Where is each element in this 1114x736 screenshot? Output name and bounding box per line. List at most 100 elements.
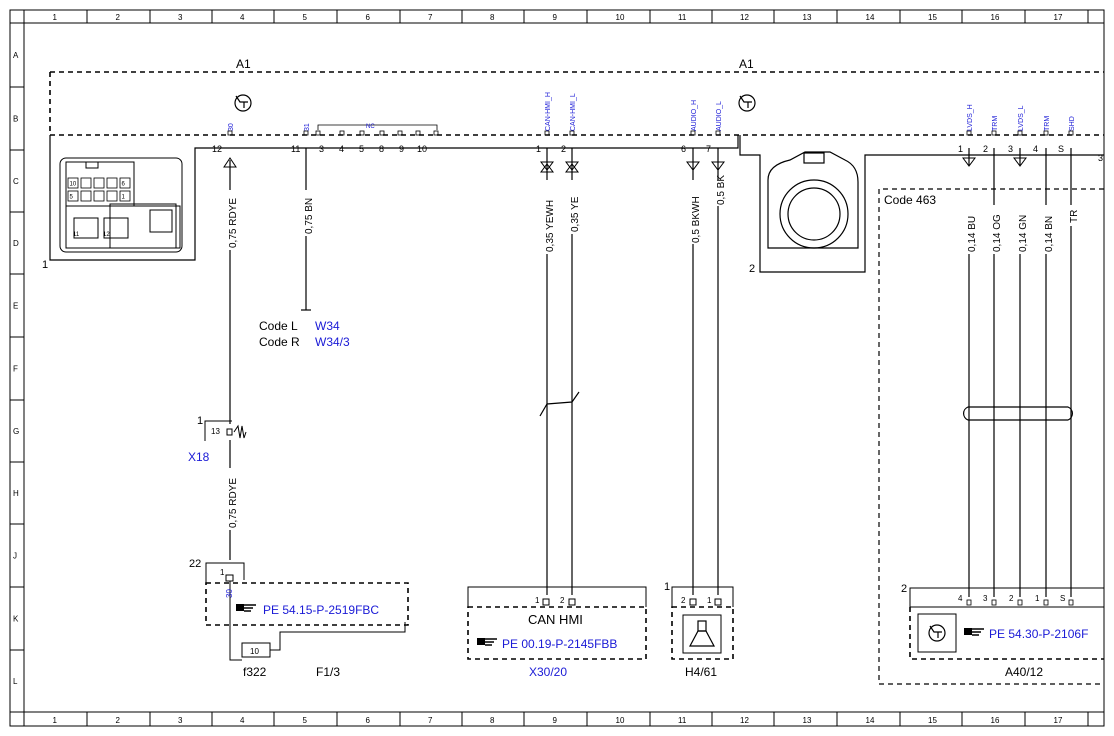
pin-label: 3 (319, 144, 324, 154)
col-label: 12 (740, 13, 749, 22)
fuse-block-name: F1/3 (316, 665, 340, 679)
module-a40-12 (909, 587, 1104, 660)
fuse-block-item: 22 (189, 558, 201, 570)
can-hmi-connector-x30-20 (467, 586, 647, 660)
fuse-block-pin-signal: 30 (225, 589, 234, 598)
col-label: 11 (678, 716, 687, 725)
pin-label: 9 (399, 144, 404, 154)
code-l-value[interactable]: W34 (315, 319, 340, 333)
a40-12-pin: 3 (983, 594, 988, 603)
connector-cell (93, 190, 105, 202)
x30-20-name[interactable]: X30/20 (529, 665, 567, 679)
unit-a1-item-left: 1 (42, 259, 48, 271)
pin-12: 12 (212, 144, 222, 154)
col-label: 8 (490, 13, 495, 22)
row-label: J (13, 552, 17, 561)
pin-terminal (379, 130, 385, 136)
unit-a1-label-right: A1 (739, 57, 754, 71)
col-label: 8 (490, 716, 495, 725)
col-label: 1 (53, 13, 58, 22)
pin-label: 7 (706, 144, 711, 154)
pin-terminal (339, 130, 345, 136)
x18-item: 1 (197, 415, 203, 427)
connector-cell (80, 190, 92, 202)
pin-terminal (303, 130, 309, 136)
pin-label: 1 (958, 144, 963, 154)
pin-arrows (223, 157, 1027, 173)
row-label: F (13, 365, 18, 374)
col-label: 10 (616, 716, 625, 725)
pin-terminal (1068, 599, 1074, 606)
fuse-block-ref[interactable]: PE 54.15-P-2519FBC (263, 603, 379, 617)
col-label: 9 (553, 13, 558, 22)
col-label: 9 (553, 716, 558, 725)
a40-12-ref[interactable]: PE 54.30-P-2106F (989, 627, 1088, 641)
signal-label: TRM (1044, 116, 1051, 131)
pin-label: 10 (417, 144, 427, 154)
fuse-block-pin: 1 (220, 568, 225, 577)
electronic-component-icon (738, 94, 756, 112)
pin-terminal (397, 130, 403, 136)
pin-terminal (433, 130, 439, 136)
nc-pin-terminals (315, 130, 439, 136)
wire-label-w31: 0,75 BN (304, 198, 315, 234)
pin-terminal (544, 130, 550, 136)
wire-label-w30: 0,75 RDYE (228, 198, 239, 248)
connector-cell (93, 177, 105, 189)
signal-label: 30 (228, 123, 235, 131)
a40-12-name: A40/12 (1005, 665, 1043, 679)
connector-cell (80, 177, 92, 189)
pin-terminal (991, 130, 997, 136)
h4-61-name: H4/61 (685, 665, 717, 679)
wire-label-shd: TR (1069, 210, 1080, 223)
signal-label: LVDS_L (1018, 105, 1025, 131)
wire-label-lvds-l: 0,14 GN (1018, 215, 1029, 252)
wires (229, 148, 1073, 597)
pin-label: 6 (681, 144, 686, 154)
col-label: 17 (1054, 13, 1063, 22)
col-label: 2 (116, 13, 121, 22)
reference-hand-icon (964, 628, 984, 636)
signal-label: CAN-HMI_L (570, 93, 577, 131)
row-label: D (13, 239, 19, 248)
a40-12-item: 2 (901, 583, 907, 595)
connector-cell (67, 190, 79, 202)
wire-label-can-h: 0,35 YEWH (545, 200, 556, 252)
row-label: K (13, 615, 19, 624)
col-label: 16 (991, 716, 1000, 725)
pin-label: 4 (339, 144, 344, 154)
pin-terminal (966, 130, 972, 136)
wire-label-can-l: 0,35 YE (570, 196, 581, 232)
x30-20-ref[interactable]: PE 00.19-P-2145FBB (502, 637, 617, 651)
signal-label: SHD (1069, 116, 1076, 131)
reference-hand-icon (477, 638, 497, 646)
col-label: 14 (866, 13, 875, 22)
row-label: B (13, 115, 18, 124)
pin-terminal (1043, 599, 1049, 606)
a40-12-pin: 4 (958, 594, 963, 603)
row-label: E (13, 302, 18, 311)
x18-name[interactable]: X18 (188, 450, 210, 464)
pin-terminal (1043, 130, 1049, 136)
col-label: 4 (240, 716, 245, 725)
pin-terminal (1068, 130, 1074, 136)
col-label: 13 (803, 13, 812, 22)
wire-label-trm2: 0,14 BN (1044, 216, 1055, 252)
col-label: 15 (928, 716, 937, 725)
pin-terminal (1017, 599, 1023, 606)
h4-61-pin-1: 1 (707, 596, 712, 605)
signal-label: TRM (992, 116, 999, 131)
col-label: 11 (678, 13, 687, 22)
connector-cell (119, 177, 131, 189)
wire-label-lvds-h: 0,14 BU (967, 216, 978, 252)
x30-20-title: CAN HMI (528, 612, 583, 627)
connector-cell-label: 10 (70, 182, 77, 188)
code-r-value[interactable]: W34/3 (315, 335, 350, 349)
col-label: 7 (428, 716, 433, 725)
pin-terminal (1017, 130, 1023, 136)
